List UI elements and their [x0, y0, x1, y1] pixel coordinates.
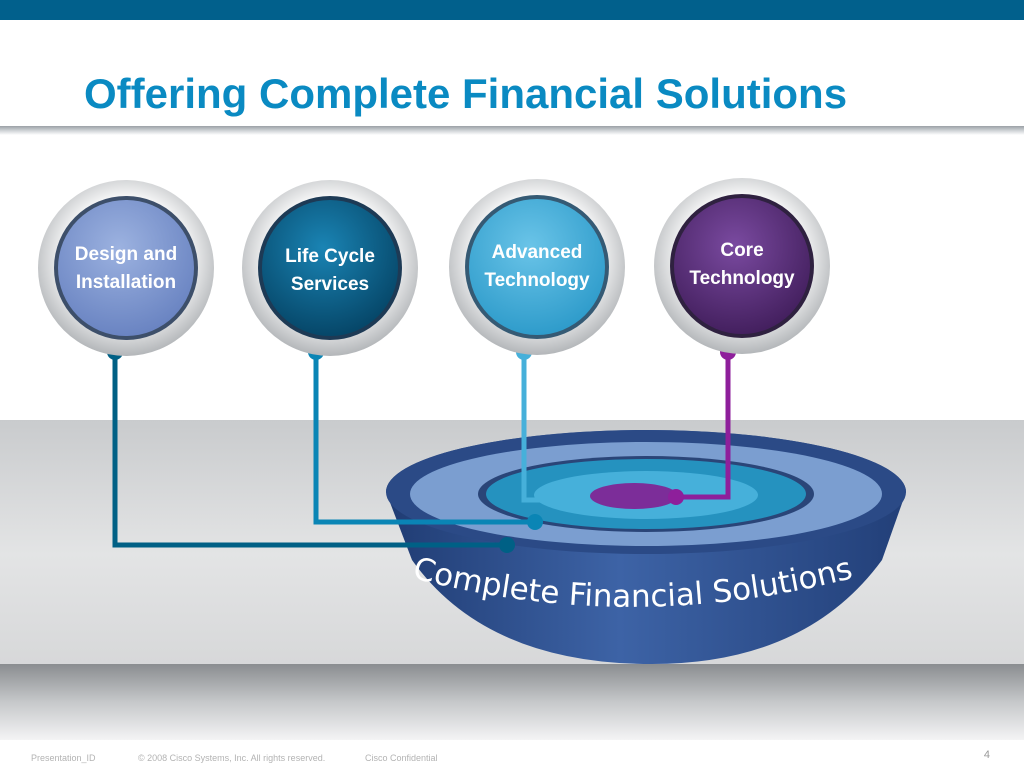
connector-endpoint	[499, 537, 515, 553]
connector-endpoint	[568, 492, 584, 508]
connector-advanced-technology	[521, 352, 576, 503]
circle-face	[262, 200, 398, 336]
connector-endpoint	[527, 514, 543, 530]
connector-endpoint	[668, 489, 684, 505]
circle-label-line1: Design and	[75, 244, 177, 265]
base-band	[0, 664, 1024, 740]
circle-label-line1: Life Cycle	[285, 246, 375, 267]
circle-core-technology: Core Technology	[654, 178, 830, 354]
connector-core-technology	[676, 352, 731, 500]
ring-core-technology	[590, 483, 678, 509]
circle-face	[674, 198, 810, 334]
circle-label-line2: Technology	[484, 270, 590, 291]
circle-advanced-technology: Advanced Technology	[449, 179, 625, 355]
slide-title: Offering Complete Financial Solutions	[84, 70, 848, 117]
top-banner	[0, 0, 1024, 20]
footer-confidential: Cisco Confidential	[365, 753, 438, 763]
connector-design-installation	[112, 352, 507, 548]
page-number: 4	[983, 749, 990, 761]
circle-face	[58, 200, 194, 336]
footer-presentation-id: Presentation_ID	[31, 753, 96, 763]
circle-label-line2: Technology	[689, 268, 795, 289]
footer-copyright: © 2008 Cisco Systems, Inc. All rights re…	[138, 753, 326, 763]
title-divider	[0, 126, 1024, 135]
circle-label-line2: Services	[291, 274, 369, 295]
connector-life-cycle	[313, 352, 535, 525]
circle-design-installation: Design and Installation	[38, 180, 214, 356]
circle-label-line2: Installation	[76, 272, 176, 293]
circle-face	[469, 199, 605, 335]
circle-life-cycle-services: Life Cycle Services	[242, 180, 418, 356]
circle-label-line1: Core	[720, 240, 763, 261]
circle-label-line1: Advanced	[492, 242, 583, 263]
